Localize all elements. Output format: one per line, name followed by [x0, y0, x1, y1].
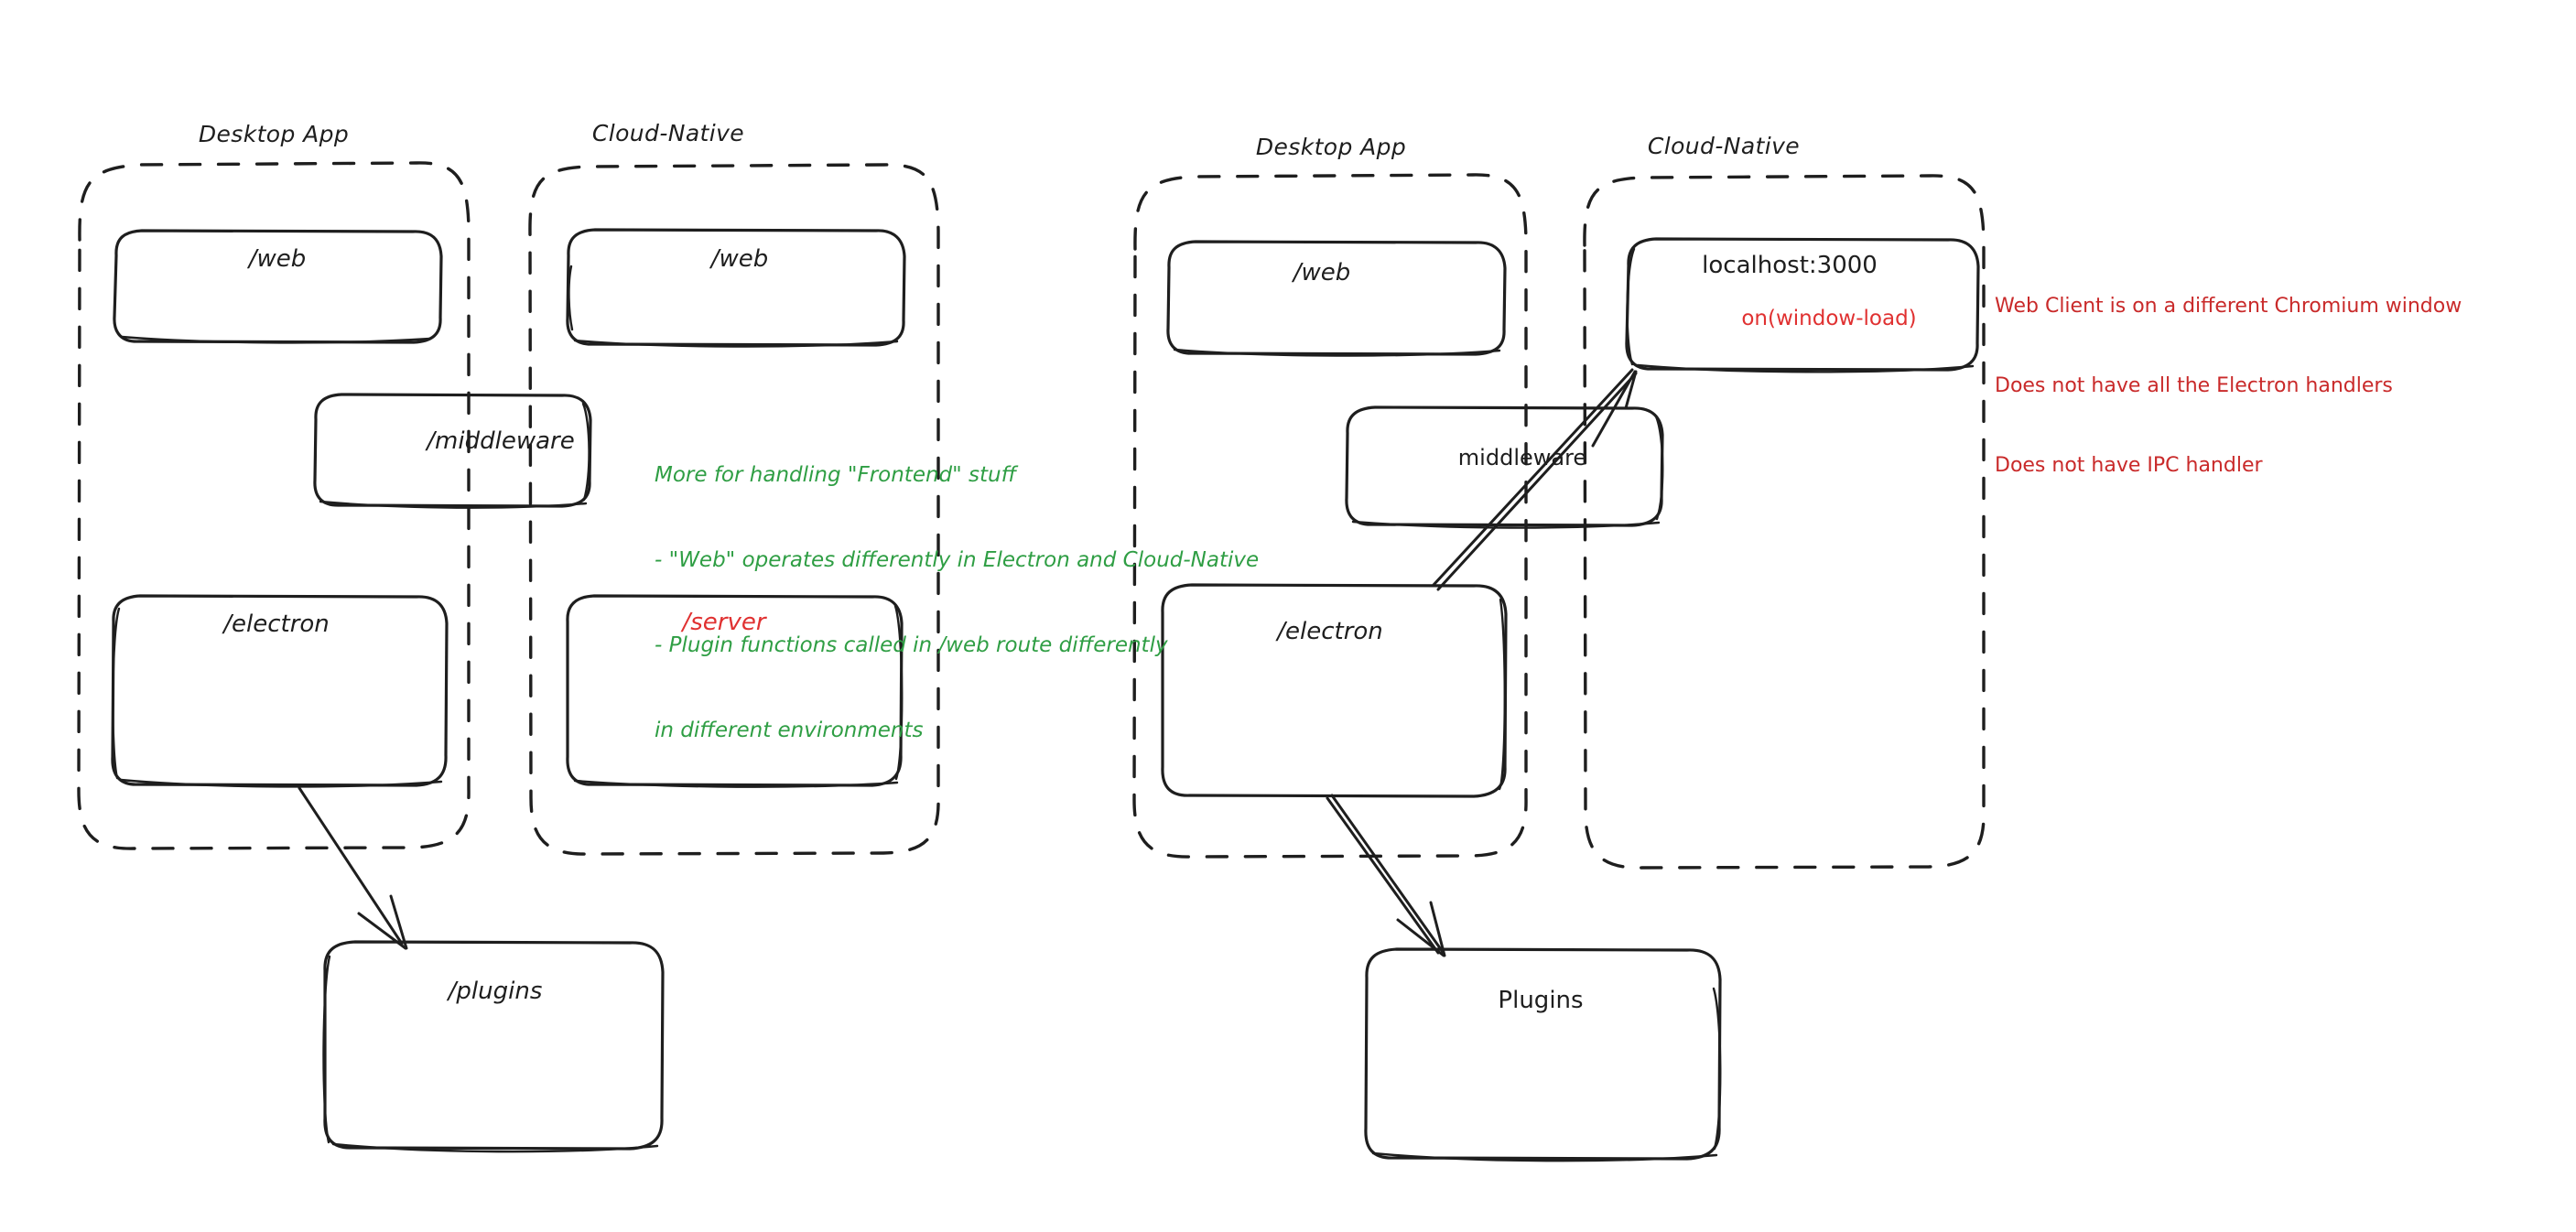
group-box-right-cloud-native	[1583, 174, 1986, 870]
arrow-right-electron-to-plugins	[1326, 794, 1446, 957]
annotation-green-line-1: More for handling "Frontend" stuff	[655, 463, 1017, 487]
group-label-left-desktop-app: Desktop App	[198, 121, 350, 147]
arrow-left-electron-to-plugins	[298, 786, 408, 950]
node-box-right-plugins	[1364, 947, 1722, 1162]
node-box-left-server	[566, 594, 904, 788]
node-label-left-plugins: /plugins	[448, 978, 543, 1005]
group-box-right-desktop-app	[1132, 173, 1528, 859]
node-label-left-middleware: /middleware	[427, 427, 575, 455]
node-box-right-electron	[1161, 583, 1508, 798]
annotation-green-line-3: - Plugin functions called in /web route …	[655, 633, 1168, 657]
node-label-right-localhost: localhost:3000	[1702, 252, 1878, 279]
node-box-left-desktop-web	[113, 229, 443, 344]
node-box-right-desktop-web	[1166, 240, 1507, 357]
node-box-right-middleware	[1345, 405, 1664, 529]
annotation-green-line-4: in different environments	[655, 719, 924, 742]
group-label-left-cloud-native: Cloud-Native	[591, 120, 745, 146]
node-label-right-desktop-web: /web	[1293, 259, 1351, 286]
annotation-red-line-2: Does not have all the Electron handlers	[1995, 374, 2393, 397]
annotation-red-line-1: Web Client is on a different Chromium wi…	[1995, 295, 2462, 318]
node-box-left-middleware	[313, 393, 592, 509]
group-box-left-cloud-native	[528, 163, 940, 856]
annotation-green-line-2: - "Web" operates differently in Electron…	[655, 548, 1260, 572]
node-label-left-server: /server	[682, 609, 766, 636]
node-label-left-desktop-web: /web	[248, 245, 307, 273]
node-box-left-cloud-web	[566, 228, 906, 348]
arrow-right-electron-to-localhost	[1432, 368, 1638, 591]
group-box-left-desktop-app	[77, 161, 471, 850]
annotation-red-line-3: Does not have IPC handler	[1995, 454, 2263, 477]
annotation-green-note: More for handling "Frontend" stuff - "We…	[655, 405, 1259, 802]
node-label-right-plugins: Plugins	[1498, 987, 1584, 1014]
group-label-right-desktop-app: Desktop App	[1255, 134, 1407, 160]
node-box-left-electron	[111, 594, 449, 788]
node-label-left-cloud-web: /web	[710, 245, 769, 273]
node-box-right-localhost	[1625, 237, 1980, 373]
node-label-right-electron: /electron	[1277, 618, 1383, 645]
node-box-left-plugins	[322, 940, 665, 1153]
group-label-right-cloud-native: Cloud-Native	[1647, 133, 1801, 159]
node-label-left-electron: /electron	[223, 611, 330, 638]
annotation-red-note: Web Client is on a different Chromium wi…	[1995, 240, 2462, 532]
node-label-right-middleware: middleware	[1457, 445, 1587, 470]
node-label-right-localhost-sublabel: on(window-load)	[1741, 307, 1917, 330]
